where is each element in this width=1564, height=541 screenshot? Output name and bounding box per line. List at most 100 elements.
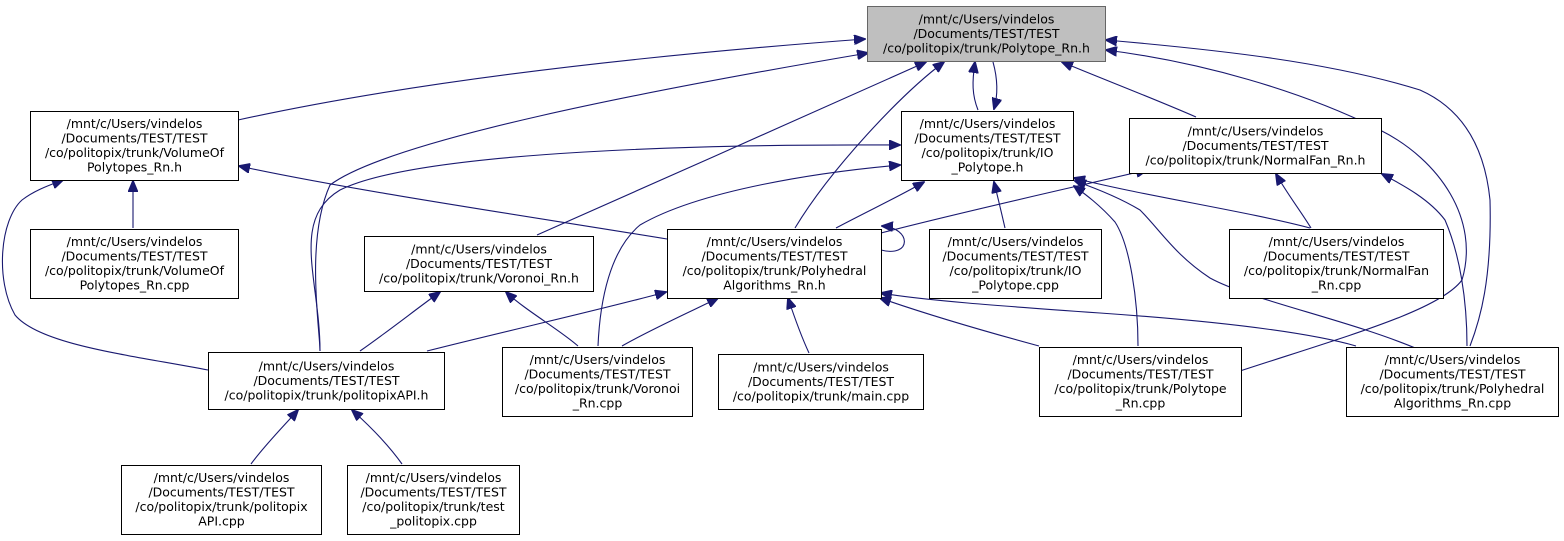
node-label-line: /mnt/c/Users/vindelos bbox=[1073, 352, 1209, 367]
edge-polytope_cpp-to-polytope_h bbox=[1106, 50, 1467, 372]
node-label-line: _Rn.cpp bbox=[1311, 278, 1362, 293]
node-label-line: /Documents/TEST/TEST bbox=[61, 131, 207, 146]
edge-polyhedral_h-to-io_polytope_h bbox=[835, 182, 924, 229]
node-label-line: /Documents/TEST/TEST bbox=[148, 485, 294, 500]
node-box bbox=[364, 236, 594, 292]
edge-polyhedral_cpp-to-io_polytope_h bbox=[1075, 181, 1421, 351]
node-label-line: /mnt/c/Users/vindelos bbox=[67, 234, 203, 249]
node-label-line: Polytopes_Rn.cpp bbox=[80, 278, 190, 293]
node-box bbox=[30, 229, 239, 299]
node-label-line: /co/politopix/trunk/Voronoi_Rn.h bbox=[379, 270, 579, 285]
node-label-line: /co/politopix/trunk/politopixAPI.h bbox=[225, 387, 429, 402]
edge-normalfan_h-to-polytope_h bbox=[1062, 62, 1197, 118]
node-label-line: /co/politopix/trunk/Voronoi bbox=[515, 381, 680, 396]
node-label-line: /Documents/TEST/TEST bbox=[406, 256, 552, 271]
edge-politopixapi_h-to-polytope_h bbox=[315, 53, 868, 352]
node-polyhedral-h[interactable]: /mnt/c/Users/vindelos/Documents/TEST/TES… bbox=[667, 229, 882, 299]
node-label-line: /Documents/TEST/TEST bbox=[942, 249, 1088, 264]
node-label-line: /co/politopix/trunk/NormalFan bbox=[1244, 263, 1429, 278]
node-label-line: /Documents/TEST/TEST bbox=[701, 249, 847, 264]
node-box bbox=[208, 352, 445, 410]
edges-layer bbox=[1, 39, 1491, 465]
node-voronoi-h[interactable]: /mnt/c/Users/vindelos/Documents/TEST/TES… bbox=[364, 236, 594, 292]
node-label-line: /co/politopix/trunk/Polyhedral bbox=[1361, 381, 1545, 396]
node-label-line: /mnt/c/Users/vindelos bbox=[259, 358, 395, 373]
node-box bbox=[1129, 118, 1382, 174]
node-label-line: /Documents/TEST/TEST bbox=[914, 131, 1060, 146]
node-label-line: /Documents/TEST/TEST bbox=[1263, 249, 1409, 264]
node-volumeof-cpp[interactable]: /mnt/c/Users/vindelos/Documents/TEST/TES… bbox=[30, 229, 239, 299]
node-normalfan-cpp[interactable]: /mnt/c/Users/vindelos/Documents/TEST/TES… bbox=[1229, 229, 1444, 299]
edge-voronoi_cpp-to-polyhedral_h bbox=[621, 298, 718, 347]
node-label-line: /mnt/c/Users/vindelos bbox=[530, 352, 666, 367]
node-label-line: _Polytope.cpp bbox=[971, 278, 1059, 293]
edge-normalfan_cpp-to-io_polytope_h bbox=[1074, 178, 1311, 229]
node-politopixapi-cpp[interactable]: /mnt/c/Users/vindelos/Documents/TEST/TES… bbox=[121, 465, 322, 535]
node-label-line: /co/politopix/trunk/politopix bbox=[135, 499, 307, 514]
node-main-cpp[interactable]: /mnt/c/Users/vindelos/Documents/TEST/TES… bbox=[718, 354, 924, 410]
node-label-line: Algorithms_Rn.cpp bbox=[1394, 396, 1511, 411]
node-label-line: /co/politopix/trunk/IO bbox=[922, 145, 1054, 160]
edge-polyhedral_h-to-polytope_h bbox=[794, 62, 944, 229]
node-volumeof-h[interactable]: /mnt/c/Users/vindelos/Documents/TEST/TES… bbox=[30, 111, 239, 181]
node-test-politopix-cpp[interactable]: /mnt/c/Users/vindelos/Documents/TEST/TES… bbox=[347, 465, 520, 535]
node-label-line: /co/politopix/trunk/main.cpp bbox=[733, 388, 909, 403]
node-io-polytope-h[interactable]: /mnt/c/Users/vindelos/Documents/TEST/TES… bbox=[901, 111, 1074, 181]
edge-polyhedral_cpp-to-normalfan_h bbox=[1382, 174, 1468, 347]
node-box bbox=[30, 111, 239, 181]
edge-voronoi_cpp-to-voronoi_h bbox=[506, 292, 579, 347]
node-label-line: _politopix.cpp bbox=[389, 514, 477, 529]
node-label-line: /Documents/TEST/TEST bbox=[748, 374, 894, 389]
node-label-line: /Documents/TEST/TEST bbox=[1379, 367, 1525, 382]
node-box bbox=[929, 229, 1102, 299]
node-label-line: /mnt/c/Users/vindelos bbox=[948, 234, 1084, 249]
edge-voronoi_cpp-to-io_polytope_h bbox=[597, 165, 900, 347]
node-polyhedral-cpp[interactable]: /mnt/c/Users/vindelos/Documents/TEST/TES… bbox=[1346, 347, 1559, 417]
edge-io_polytope_h-to-polytope_h bbox=[973, 62, 978, 111]
node-box bbox=[867, 6, 1106, 62]
edge-main_cpp-to-polyhedral_h bbox=[788, 298, 810, 354]
edge-polytope_cpp-to-io_polytope_h bbox=[1074, 186, 1139, 347]
node-voronoi-cpp[interactable]: /mnt/c/Users/vindelos/Documents/TEST/TES… bbox=[502, 347, 693, 417]
node-label-line: /mnt/c/Users/vindelos bbox=[1269, 234, 1405, 249]
node-label-line: /mnt/c/Users/vindelos bbox=[366, 470, 502, 485]
node-label-line: Polytopes_Rn.h bbox=[87, 160, 182, 175]
node-box bbox=[121, 465, 322, 535]
edge-polyhedral_h-to-normalfan_h bbox=[880, 170, 1147, 234]
node-label-line: _Rn.cpp bbox=[1115, 396, 1166, 411]
node-label-line: /mnt/c/Users/vindelos bbox=[411, 241, 547, 256]
node-box bbox=[901, 111, 1074, 181]
node-box bbox=[1346, 347, 1559, 417]
node-label-line: /Documents/TEST/TEST bbox=[253, 373, 399, 388]
node-box bbox=[502, 347, 693, 417]
node-label-line: /co/politopix/trunk/VolumeOf bbox=[45, 145, 225, 160]
node-box bbox=[667, 229, 882, 299]
node-label-line: /mnt/c/Users/vindelos bbox=[753, 359, 889, 374]
node-label-line: /mnt/c/Users/vindelos bbox=[707, 234, 843, 249]
edge-volumeof_h-to-polytope_h bbox=[237, 39, 865, 121]
node-io-polytope-cpp[interactable]: /mnt/c/Users/vindelos/Documents/TEST/TES… bbox=[929, 229, 1102, 299]
node-polytope-h[interactable]: /mnt/c/Users/vindelos/Documents/TEST/TES… bbox=[867, 6, 1106, 62]
node-box bbox=[718, 354, 924, 410]
node-label-line: /mnt/c/Users/vindelos bbox=[1385, 352, 1521, 367]
node-label-line: /co/politopix/trunk/test bbox=[362, 499, 504, 514]
node-polytope-cpp[interactable]: /mnt/c/Users/vindelos/Documents/TEST/TES… bbox=[1039, 347, 1242, 417]
node-label-line: /Documents/TEST/TEST bbox=[913, 26, 1059, 41]
nodes-layer: /mnt/c/Users/vindelos/Documents/TEST/TES… bbox=[30, 6, 1559, 535]
node-label-line: /co/politopix/trunk/Polytope_Rn.h bbox=[883, 40, 1090, 55]
node-label-line: /mnt/c/Users/vindelos bbox=[920, 116, 1056, 131]
node-normalfan-h[interactable]: /mnt/c/Users/vindelos/Documents/TEST/TES… bbox=[1129, 118, 1382, 174]
node-label-line: /co/politopix/trunk/VolumeOf bbox=[45, 263, 225, 278]
node-politopixapi-h[interactable]: /mnt/c/Users/vindelos/Documents/TEST/TES… bbox=[208, 352, 445, 410]
node-label-line: _Rn.cpp bbox=[572, 396, 623, 411]
edge-polytope_cpp-to-polyhedral_h bbox=[880, 298, 1040, 347]
node-label-line: /mnt/c/Users/vindelos bbox=[154, 470, 290, 485]
node-label-line: _Polytope.h bbox=[951, 160, 1024, 175]
node-label-line: /Documents/TEST/TEST bbox=[1182, 138, 1328, 153]
node-box bbox=[1229, 229, 1444, 299]
node-label-line: /Documents/TEST/TEST bbox=[524, 367, 670, 382]
node-label-line: /co/politopix/trunk/Polyhedral bbox=[683, 263, 867, 278]
edge-test_politopix_cpp-to-politopixapi_h bbox=[352, 410, 403, 465]
edge-voronoi_h-to-polytope_h bbox=[536, 62, 926, 236]
edge-politopixapi_h-to-volumeof_h bbox=[1, 180, 209, 371]
